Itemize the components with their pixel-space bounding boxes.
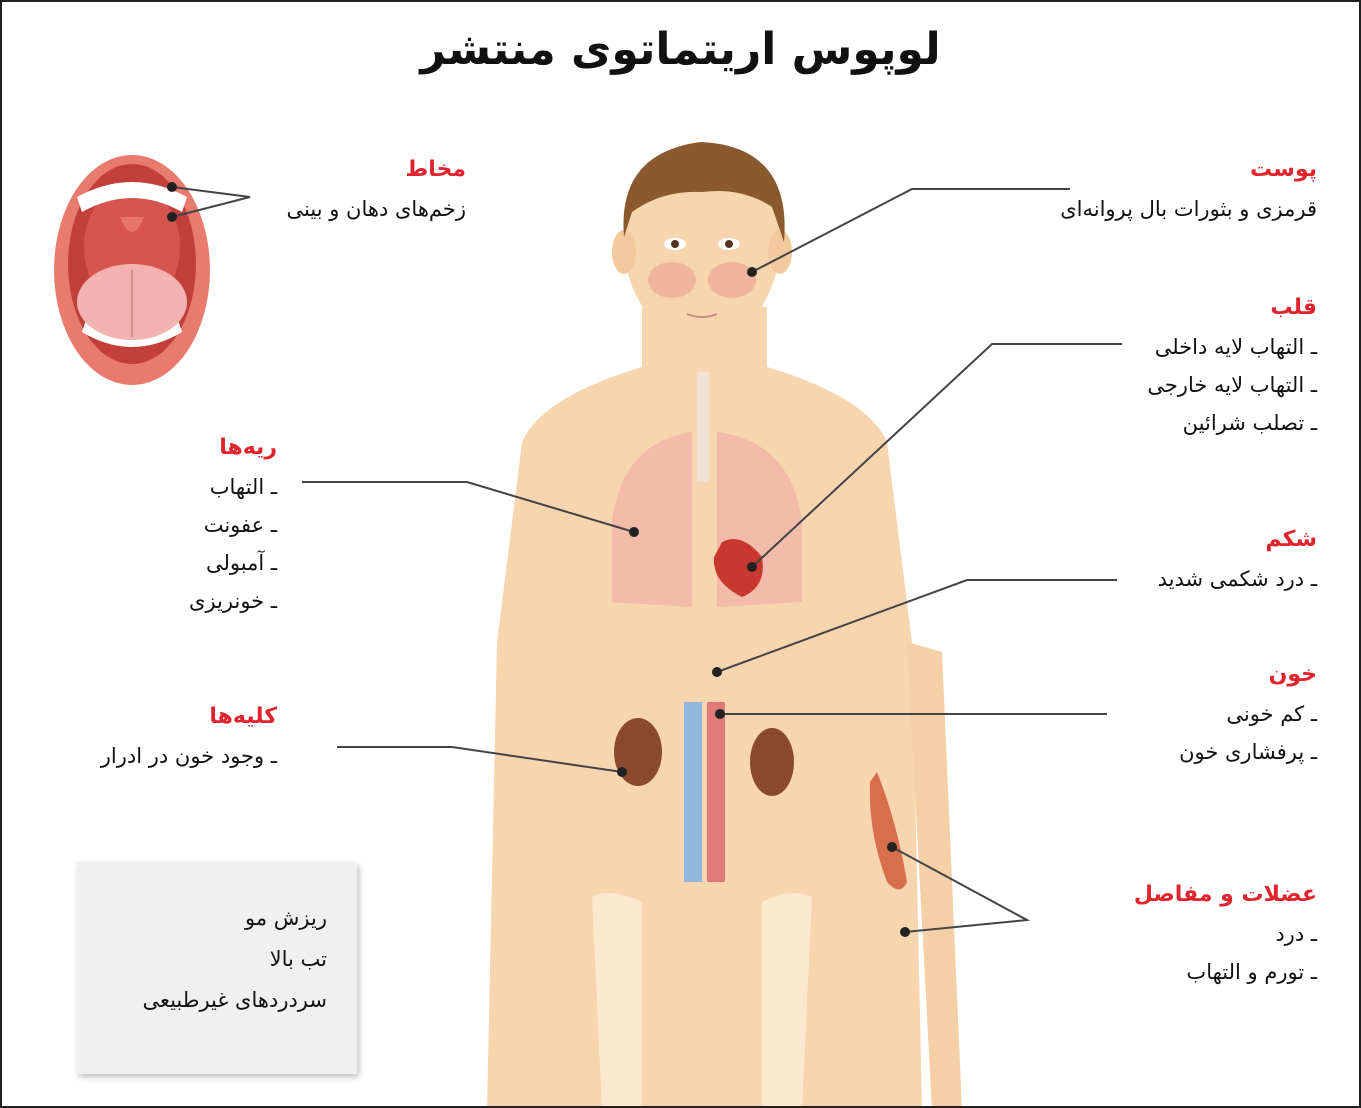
- lungs-item: ـ آمبولی: [189, 544, 277, 582]
- general-symptom: سردردهای غیرطبیعی: [77, 980, 327, 1021]
- lungs-item: ـ خونریزی: [189, 582, 277, 620]
- general-symptoms-box: ریزش مو تب بالا سردردهای غیرطبیعی: [77, 862, 357, 1074]
- page-title: لوپوس اریتماتوی منتشر: [2, 24, 1359, 75]
- heart-item: ـ تصلب شرائین: [1147, 404, 1317, 442]
- mucosa-heading: مخاط: [287, 150, 466, 190]
- kidneys-item: ـ وجود خون در ادرار: [101, 737, 277, 775]
- label-abdomen: شکم ـ درد شکمی شدید: [1158, 520, 1317, 598]
- blood-item: ـ کم خونی: [1179, 695, 1317, 733]
- kidneys-heading: کلیه‌ها: [101, 697, 277, 737]
- label-lungs: ریه‌ها ـ التهاب ـ عفونت ـ آمبولی ـ خونری…: [189, 428, 277, 620]
- label-muscles: عضلات و مفاصل ـ درد ـ تورم و التهاب: [1134, 875, 1317, 991]
- muscles-heading: عضلات و مفاصل: [1134, 875, 1317, 915]
- muscles-item: ـ تورم و التهاب: [1134, 953, 1317, 991]
- general-symptom: ریزش مو: [77, 898, 327, 939]
- heart-heading: قلب: [1147, 288, 1317, 328]
- label-blood: خون ـ کم خونی ـ پرفشاری خون: [1179, 655, 1317, 771]
- mucosa-item: زخم‌های دهان و بینی: [287, 190, 466, 228]
- label-skin: پوست قرمزی و بثورات بال پروانه‌ای: [1060, 150, 1317, 228]
- skin-item: قرمزی و بثورات بال پروانه‌ای: [1060, 190, 1317, 228]
- blood-item: ـ پرفشاری خون: [1179, 733, 1317, 771]
- muscles-item: ـ درد: [1134, 915, 1317, 953]
- abdomen-heading: شکم: [1158, 520, 1317, 560]
- skin-heading: پوست: [1060, 150, 1317, 190]
- lungs-item: ـ التهاب: [189, 468, 277, 506]
- lungs-heading: ریه‌ها: [189, 428, 277, 468]
- label-heart: قلب ـ التهاب لایه داخلی ـ التهاب لایه خا…: [1147, 288, 1317, 442]
- general-symptom: تب بالا: [77, 939, 327, 980]
- lungs-item: ـ عفونت: [189, 506, 277, 544]
- blood-heading: خون: [1179, 655, 1317, 695]
- label-kidneys: کلیه‌ها ـ وجود خون در ادرار: [101, 697, 277, 775]
- heart-item: ـ التهاب لایه خارجی: [1147, 366, 1317, 404]
- label-mucosa: مخاط زخم‌های دهان و بینی: [287, 150, 466, 228]
- body-silhouette: [487, 142, 962, 1108]
- heart-item: ـ التهاب لایه داخلی: [1147, 328, 1317, 366]
- abdomen-item: ـ درد شکمی شدید: [1158, 560, 1317, 598]
